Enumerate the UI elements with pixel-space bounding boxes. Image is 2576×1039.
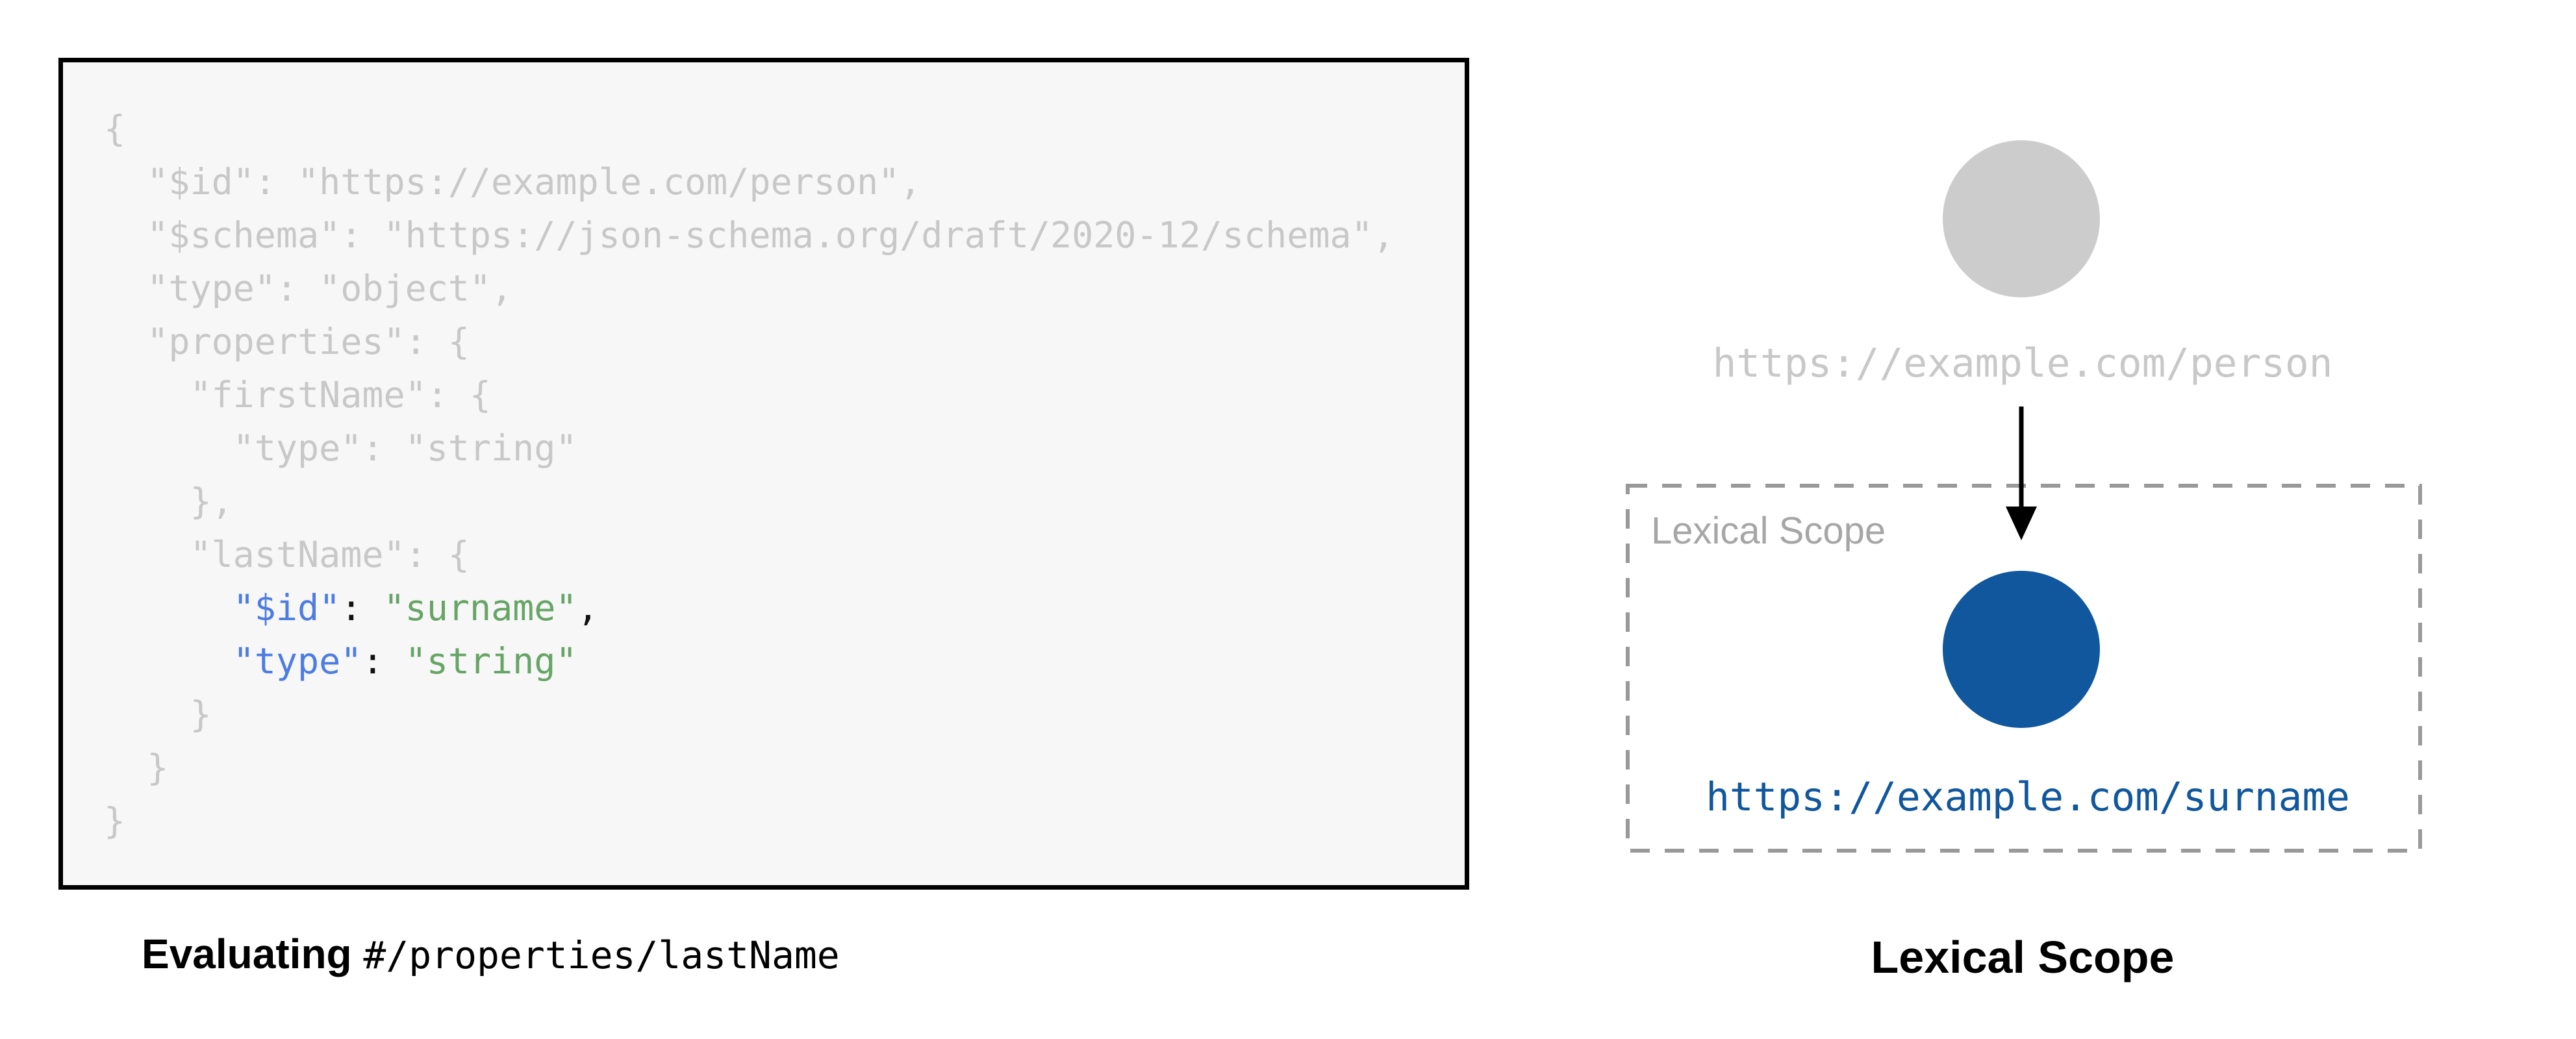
code-token-key: "$id" [233,587,341,629]
right-caption: Lexical Scope [1871,932,2175,983]
scope-box-label: Lexical Scope [1651,510,1886,552]
code-token-muted: } [104,694,212,735]
code-token-muted: "properties": { [104,321,470,362]
code-line: "$id": "https://example.com/person", [104,155,1395,208]
left-caption: Evaluating #/properties/lastName [142,930,840,978]
left-caption-prefix: Evaluating [142,931,364,977]
code-line: } [104,741,1395,794]
code-token-muted: "$id": "https://example.com/person", [104,161,922,203]
down-arrow-icon [2006,407,2037,540]
code-token-punct: : [340,587,384,629]
code-token-string: "string" [405,640,577,682]
code-line: "firstName": { [104,368,1395,421]
code-token-muted: } [104,800,126,842]
code-line: "$id": "surname", [104,581,1395,634]
code-token-muted: "type": "object", [104,268,513,309]
code-line: "type": "string" [104,421,1395,475]
code-token-key: "type" [233,640,362,682]
code-token-muted: "$schema": "https://json-schema.org/draf… [104,214,1395,256]
code-line: { [104,102,1395,155]
code-token-muted: { [104,108,126,149]
code-line: "lastName": { [104,528,1395,581]
code-token-muted: "firstName": { [104,374,492,416]
child-node-uri: https://example.com/surname [1706,774,2350,820]
code-token-muted: "lastName": { [104,534,470,575]
code-token-muted: }, [104,481,233,522]
code-line: "$schema": "https://json-schema.org/draf… [104,208,1395,262]
parent-node-uri: https://example.com/person [1712,340,2333,386]
code-line: } [104,688,1395,741]
code-line: "properties": { [104,315,1395,368]
code-line: } [104,794,1395,847]
code-token-string: "surname" [383,587,577,629]
code-token-muted: "type": "string" [104,427,577,469]
code-line: }, [104,475,1395,528]
child-schema-node [1943,571,2100,728]
parent-schema-node [1943,140,2100,297]
schema-code-box: { "$id": "https://example.com/person", "… [58,58,1469,890]
code-block: { "$id": "https://example.com/person", "… [104,102,1395,847]
code-line: "type": "string" [104,634,1395,688]
lexical-scope-boundary [1626,484,2422,853]
code-line: "type": "object", [104,262,1395,315]
code-token-muted: } [104,747,169,788]
code-token-muted [104,587,233,629]
code-token-punct: , [577,587,599,629]
code-token-muted [104,640,233,682]
left-caption-pointer: #/properties/lastName [363,933,840,977]
code-token-punct: : [362,640,405,682]
